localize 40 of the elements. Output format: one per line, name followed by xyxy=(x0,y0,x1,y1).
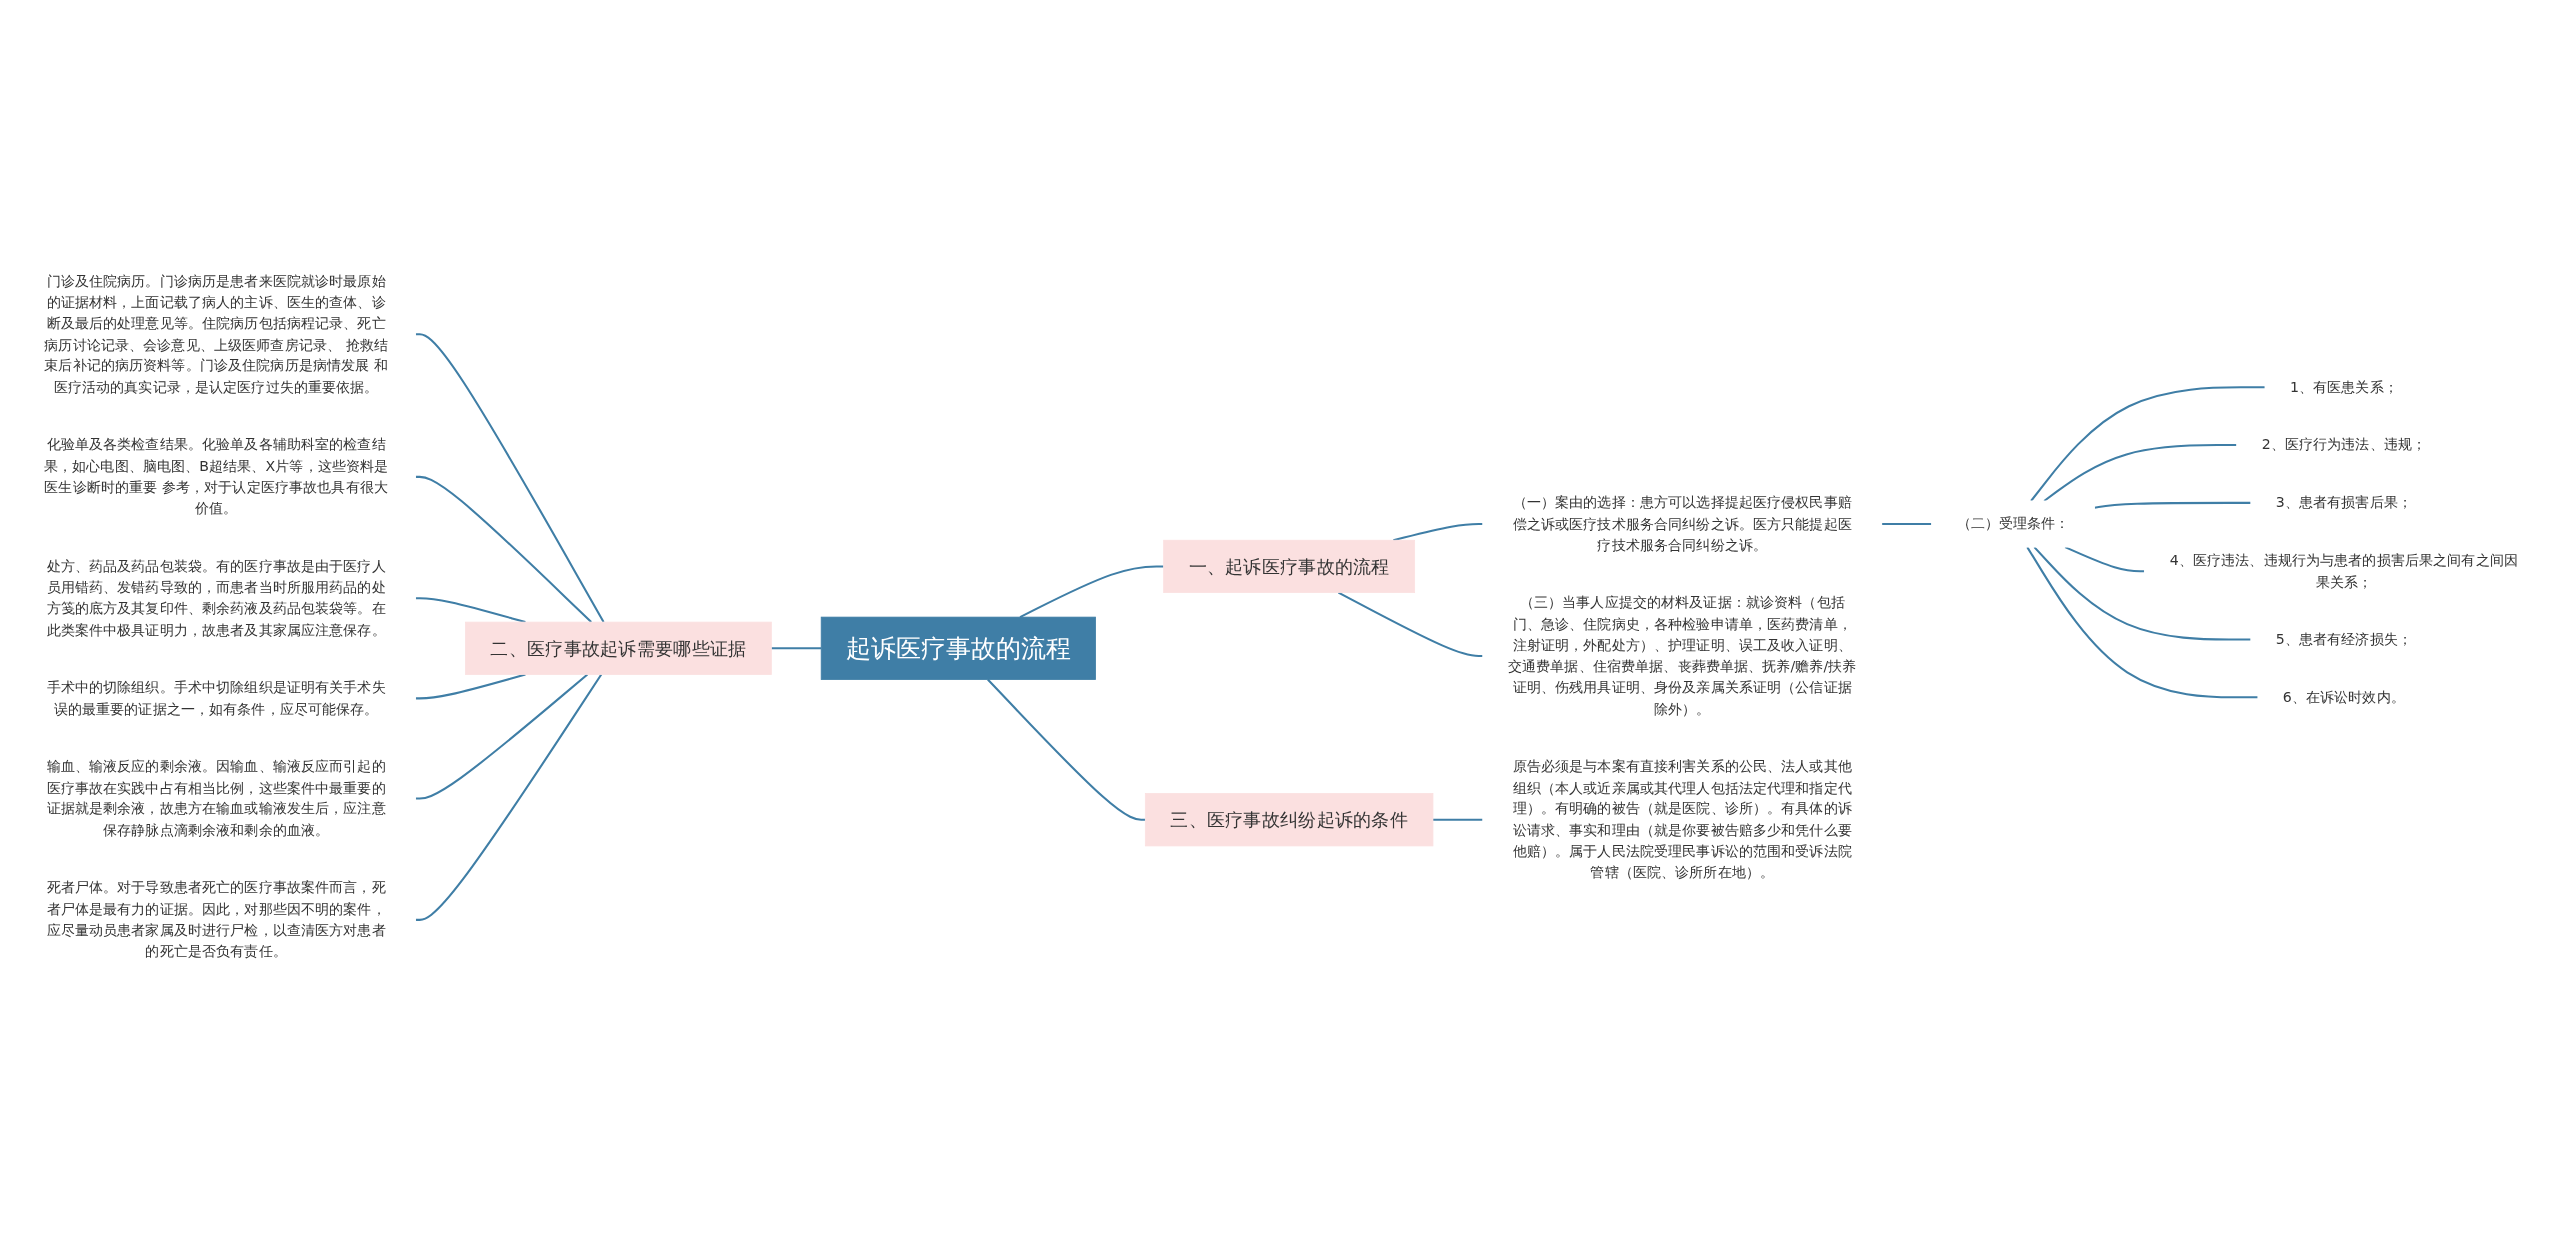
connector xyxy=(415,597,526,624)
connector xyxy=(2094,501,2251,509)
connector xyxy=(1393,523,1483,542)
connector xyxy=(2026,546,2258,699)
node-text: 处方、药品及药品包装袋。有的医疗事故是由于医疗人员用错药、发错药导致的，而患者当时所服用药品的处方笺的底方及其复印件、剩余药液及药品包装袋等。在此类案件中极具证明力，故患者及其家属应注意保存。 xyxy=(46,557,386,638)
connector xyxy=(415,673,589,800)
connector xyxy=(1338,591,1483,657)
node-box xyxy=(1163,539,1416,593)
connector xyxy=(415,333,605,623)
node-text: 3、患者有损害后果； xyxy=(2275,493,2412,511)
node-text: （二）受理条件： xyxy=(1956,515,2070,532)
node-text: 6、在诉讼时效内。 xyxy=(2282,688,2405,706)
connector xyxy=(1432,818,1483,821)
node-text: 手术中的切除组织。手术中切除组织是证明有关手术失误的最重要的证据之一，如有条件，应尽可能保存。 xyxy=(46,678,386,717)
connector xyxy=(415,673,526,700)
node-text: 门诊及住院病历。门诊病历是患者来医院就诊时最原始的证据材料，上面记载了病人的主诉、医生的查体、诊断及最后的处理意见等。住院病历包括病程记录、死亡病历讨论记录、会诊意见、上级医师查房记录、 抢救结束后补记的病历资料等。门诊及住院病历是病情发展 和医疗活动的真实记录，是认定医疗过失的重要依据。 xyxy=(44,272,388,395)
node-text: 原告必须是与本案有直接利害关系的公民、法人或其他组织（本人或近亲属或其代理人包括法定代理和指定代理）。有明确的被告（就是医院、诊所）。有具体的诉讼请求、事实和理由（就是你要被告赔多少和凭什么要他赔）。属于人民法院受理民事诉讼的范围和受诉法院管辖（医院、诊所所在地）。 xyxy=(1512,757,1852,881)
connector xyxy=(415,673,603,921)
node-text: 1、有医患关系； xyxy=(2289,378,2398,395)
connector xyxy=(2064,546,2145,573)
node-text: 输血、输液反应的剩余液。因输血、输液反应而引起的医疗事故在实践中占有相当比例，这些案件中最重要的证据就是剩余液，故患方在输血或输液发生后，应注意保存静脉点滴剩余液和剩余的血液。 xyxy=(46,757,386,838)
node-box xyxy=(820,616,1096,680)
node-text: 5、患者有经济损失； xyxy=(2275,630,2412,648)
node-text: 死者尸体。对于导致患者死亡的医疗事故案件而言，死者尸体是最有力的证据。因此，对那些因不明的案件，应尽量动员患者家属及时进行尸检，以查清医方对患者的死亡是否负有责任。 xyxy=(46,879,386,960)
node-text: （一）案由的选择：患方可以选择提起医疗侵权民事赔偿之诉或医疗技术服务合同纠纷之诉。医方只能提起医疗技术服务合同纠纷之诉。 xyxy=(1512,493,1852,553)
connector xyxy=(2043,444,2237,502)
node-text: （三）当事人应提交的材料及证据：就诊资料（包括门、急诊、住院病史，各种检验申请单，医药费清单，注射证明，外配处方）、护理证明、误工及收入证明、交通费单据、住宿费单据、丧葬费单据、抚养/赡养/扶养证明、伤残用具证明、身份及亲属关系证明（公信证据除外）。 xyxy=(1507,594,1857,717)
connector xyxy=(987,678,1146,821)
connector xyxy=(415,475,592,623)
node-box xyxy=(1144,793,1434,847)
node-text: 化验单及各类检查结果。化验单及各辅助科室的检查结果，如心电图、脑电图、B超结果、X片等，这些资料是医生诊断时的重要 参考，对于认定医疗事故也具有很大价值。 xyxy=(43,436,389,517)
mind-map-diagram: 起诉医疗事故的流程 一、起诉医疗事故的流程 （一）案由的选择：患方可以选择提起医疗侵权民事赔偿之诉或医疗技术服务合同纠纷之诉。医方只能提起医疗技术服务合同纠纷之诉。 （二）受理条件： 1、有医患关系； 2、医疗行为违法、违规； 3、患者有损害后果； 4、医疗违法、违规行为与患者的损害后果之间有之间因果关系； 5、患者有经济损失； 6、在诉讼时效内。 （三）当事人应提交的材料及证据：就诊资料（包括门、急诊、住院病史，各种检验申请单，医药费清单，注射证明，外配处方）、护理证明、误工及收入证明、交通费单据、住宿费单据、丧葬费单据、抚养/赡养/扶养证明、伤残用具证明、身份及亲属关系证明（公信证据除外）。 三、医疗事故纠纷起诉的条件 原告必须是与本案有直接利害关系的公民、法人或其他组织（本人或近亲属或其代理人包括法定代理和指定代理）。有明确的被告（就是医院、诊所）。有具体的诉讼请求、事实和理由（就是你要被告赔多少和凭什么要他赔）。属于人民法院受理民事诉讼的范围和受诉法院管辖（医院、诊所所在地）。 二、医疗事故起诉需要哪些证据 门诊及住院病历。门诊病历是患者来医院就诊时最原始的证据材料，上面记载了病人的主诉、医生的查体、诊断及最后的处理意见等。住院病历包括病程记录、死亡病历讨论记录、会诊意见、上级医师查房记录、 抢救结束后补记的病历资料等。门诊及住院病历是病情发展 和医疗活动的真实记录，是认定医疗过失的重要依据。 化验单及各类检查结果。化验单及各辅助科室的检查结果，如心电图、脑电图、B超结果、X片等，这些资料是医生诊断时的重要 参考，对于认定医疗事故也具有很大价值。 处方、药品及药品包装袋。有的医疗事故是由于医疗人员用错药、发错药导致的，而患者当时所服用药品的处方笺的底方及其复印件、剩余药液及药品包装袋等。在此类案件中极具证明力，故患者及其家属应注意保存。 手术中的切除组织。手术中切除组织是证明有关手术失误的最重要的证据之一，如有条件，应尽可能保存。 输血、输液反应的剩余液。因输血、输液反应而引起的医疗事故在实践中占有相当比例，这些案件中最重要的证据就是剩余液，故患方在输血或输液发生后，应注意保存静脉点滴剩余液和剩余的血液。 死者尸体。对于导致患者死亡的医疗事故案件而言，死者尸体是最有力的证据。因此，对那些因不明的案件，应尽量动员患者家属及时进行尸检，以查清医方对患者的死亡是否负有责任。 xyxy=(10,10,2550,1223)
connector xyxy=(2033,546,2251,641)
node-text: 2、医疗行为违法、违规； xyxy=(2261,436,2427,453)
connector xyxy=(1881,523,1932,526)
node-box xyxy=(465,621,772,675)
node-text: 4、医疗违法、违规行为与患者的损害后果之间有之间因果关系； xyxy=(2169,551,2518,590)
connector xyxy=(771,647,822,650)
connector xyxy=(1019,565,1164,619)
connector xyxy=(2030,386,2265,502)
